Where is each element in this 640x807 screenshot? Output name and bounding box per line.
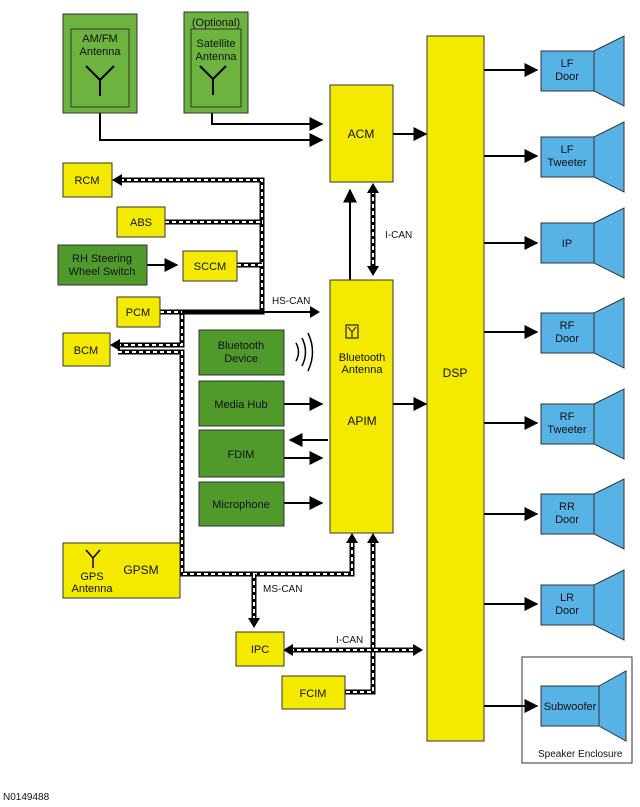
i-can-top-label: I-CAN — [385, 230, 412, 241]
rcm-module: RCM — [62, 162, 113, 198]
speaker-label: Tweeter — [547, 424, 586, 436]
ms-can-label: MS-CAN — [263, 584, 302, 595]
acm-module: ACM — [329, 84, 394, 183]
speaker-label: Door — [555, 514, 579, 526]
gps-antenna-label-2: Antenna — [72, 583, 114, 595]
satellite-antenna-box: (Optional) Satellite Antenna — [183, 11, 249, 114]
pcm-label: PCM — [126, 307, 150, 319]
bcm-label: BCM — [74, 345, 98, 357]
hs-can-label: HS-CAN — [272, 296, 310, 307]
microphone-label: Microphone — [212, 499, 269, 511]
rh-steering-wheel-switch: RH Steering Wheel Switch — [57, 244, 148, 286]
fdim-module: FDIM — [198, 429, 285, 478]
bluetooth-device: Bluetooth Device — [198, 329, 285, 376]
speaker-label: Door — [555, 333, 579, 345]
antenna-icon — [199, 65, 227, 95]
acm-label: ACM — [348, 127, 375, 141]
gpsm-module: GPS Antenna GPSM — [62, 542, 181, 599]
sccm-module: SCCM — [182, 250, 238, 282]
microphone: Microphone — [198, 481, 285, 527]
pcm-module: PCM — [116, 296, 161, 328]
bt-device-label-2: Device — [224, 353, 258, 365]
speaker-rf-door: RF Door — [540, 297, 625, 369]
abs-label: ABS — [130, 217, 152, 229]
speaker-rr-door: RR Door — [540, 478, 625, 550]
dsp-label: DSP — [443, 366, 468, 380]
speaker-label: RF — [560, 411, 575, 423]
wireless-signal-icon — [295, 332, 314, 372]
rcm-label: RCM — [74, 175, 99, 187]
enclosure-label: Speaker Enclosure — [538, 749, 623, 760]
sat-optional-label: (Optional) — [192, 17, 240, 29]
bluetooth-antenna-icon — [345, 324, 359, 339]
amfm-label-1: AM/FM — [82, 33, 117, 45]
fcim-module: FCIM — [281, 675, 346, 710]
bt-device-label-1: Bluetooth — [218, 340, 264, 352]
apim-label: APIM — [347, 414, 376, 428]
ipc-label: IPC — [251, 644, 269, 656]
speaker-label: IP — [562, 238, 572, 250]
gps-antenna-label-1: GPS — [80, 571, 103, 583]
abs-module: ABS — [116, 206, 166, 238]
speaker-label: LR — [560, 592, 574, 604]
gps-antenna-icon — [85, 549, 101, 568]
i-can-bus-bottom — [290, 540, 415, 695]
speaker-label: LF — [561, 144, 574, 156]
speaker-lines — [484, 63, 539, 713]
i-can-bottom-label: I-CAN — [336, 635, 363, 646]
rh-switch-label-1: RH Steering — [72, 253, 132, 265]
sccm-label: SCCM — [194, 261, 226, 273]
speaker-rf-tweeter: RF Tweeter — [540, 388, 625, 460]
media-hub: Media Hub — [198, 380, 285, 427]
bcm-module: BCM — [62, 332, 111, 367]
bus-arrowheads — [110, 174, 423, 656]
amfm-antenna-box: AM/FM Antenna — [62, 13, 138, 114]
fcim-label: FCIM — [300, 688, 327, 700]
speaker-label: RF — [560, 320, 575, 332]
rh-switch-label-2: Wheel Switch — [69, 266, 136, 278]
speaker-label: Door — [555, 71, 579, 83]
media-hub-label: Media Hub — [214, 399, 267, 411]
speaker-subwoofer: Subwoofer — [540, 670, 627, 742]
dsp-module: DSP — [426, 35, 485, 742]
speaker-label: Tweeter — [547, 157, 586, 169]
speaker-ip: IP — [540, 207, 625, 279]
ipc-module: IPC — [235, 631, 285, 667]
ms-can-bus — [118, 349, 355, 620]
fdim-label: FDIM — [228, 449, 255, 461]
speaker-label: Door — [555, 605, 579, 617]
apim-module: Bluetooth Antenna APIM — [329, 279, 394, 534]
bt-antenna-label-2: Antenna — [342, 364, 384, 376]
speaker-label: RR — [559, 501, 575, 513]
antenna-icon — [85, 65, 115, 96]
amfm-label-2: Antenna — [80, 46, 122, 58]
speaker-lr-door: LR Door — [540, 569, 625, 641]
speaker-label: Subwoofer — [544, 701, 597, 713]
sat-label-1: Satellite — [196, 38, 235, 50]
speaker-enclosure: Speaker Enclosure — [521, 656, 633, 764]
sat-label-2: Antenna — [196, 51, 238, 63]
gpsm-label: GPSM — [123, 563, 158, 577]
speaker-lf-tweeter: LF Tweeter — [540, 121, 625, 193]
speaker-label: LF — [561, 58, 574, 70]
bt-antenna-label-1: Bluetooth — [339, 352, 385, 364]
figure-id: N0149488 — [3, 792, 50, 803]
speaker-lf-door: LF Door — [540, 35, 625, 107]
